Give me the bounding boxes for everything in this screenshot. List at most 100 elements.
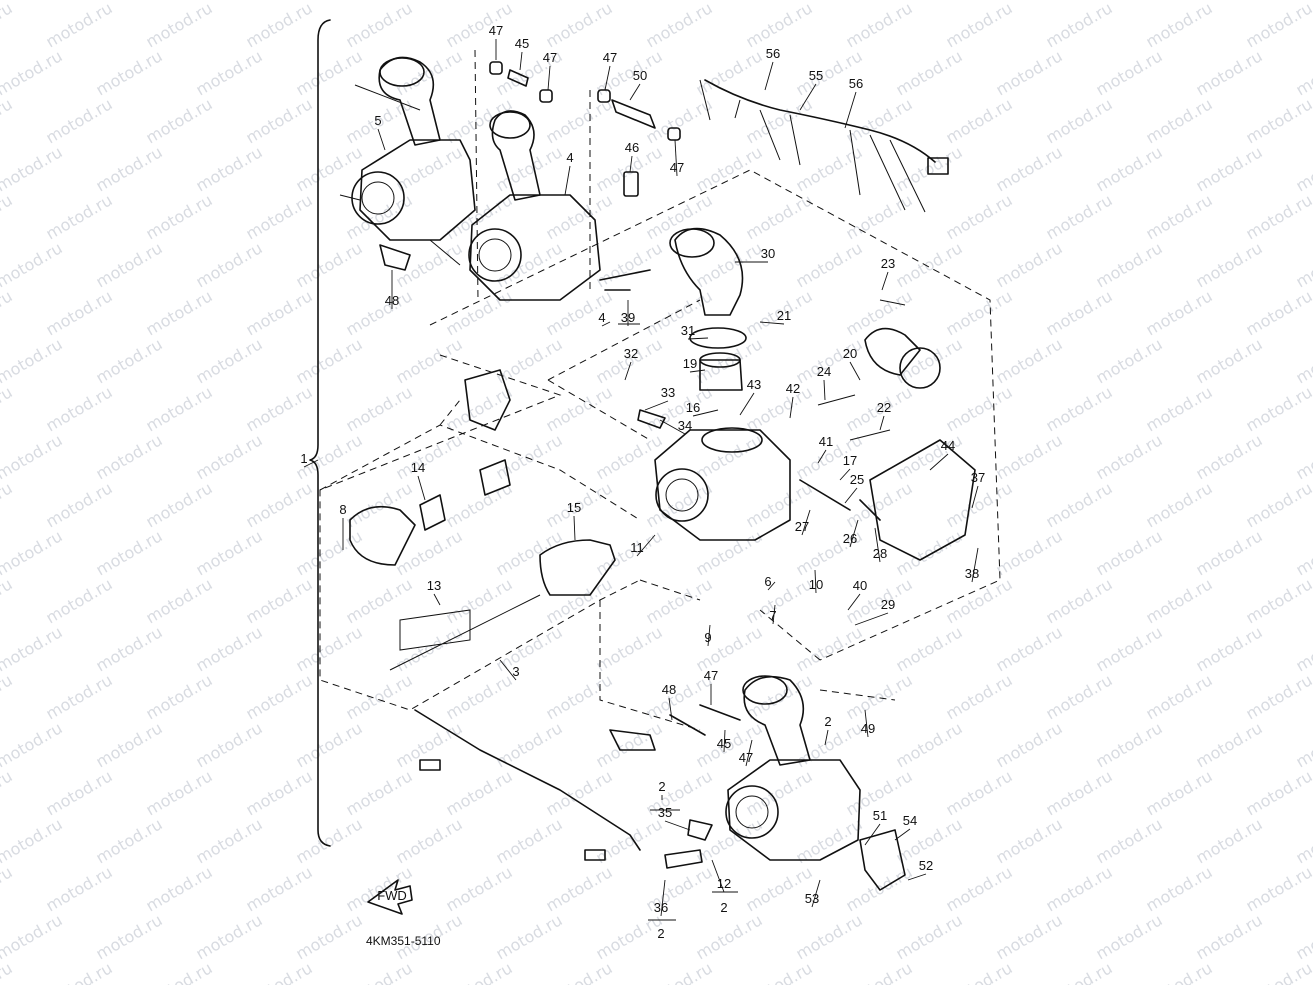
- leader-line-26: [849, 519, 859, 548]
- leader-line-17: [839, 468, 851, 481]
- watermark-text: motod.ru: [493, 430, 566, 483]
- watermark-text: motod.ru: [793, 142, 866, 195]
- leader-line-53: [811, 879, 821, 908]
- leader-line-14: [417, 475, 426, 501]
- watermark-text: motod.ru: [1293, 46, 1313, 99]
- watermark-text: motod.ru: [43, 862, 116, 915]
- watermark-text: motod.ru: [893, 46, 966, 99]
- watermark-text: motod.ru: [1293, 0, 1313, 3]
- leader-line-3: [499, 659, 517, 681]
- callout-39: 39: [621, 310, 635, 325]
- watermark-text: motod.ru: [593, 622, 666, 675]
- watermark-text: motod.ru: [943, 382, 1016, 435]
- leader-line-24: [823, 379, 826, 401]
- watermark-text: motod.ru: [643, 574, 716, 627]
- watermark-text: motod.ru: [0, 286, 16, 339]
- leader-line-32: [624, 361, 632, 381]
- leader-line-51: [864, 823, 881, 846]
- watermark-text: motod.ru: [193, 910, 266, 963]
- watermark-text: motod.ru: [1243, 478, 1313, 531]
- watermark-text: motod.ru: [0, 670, 16, 723]
- leader-line-52: [907, 873, 927, 881]
- watermark-text: motod.ru: [643, 958, 716, 985]
- callout-37: 37: [971, 470, 985, 485]
- callout-24: 24: [817, 364, 831, 379]
- watermark-text: motod.ru: [0, 190, 16, 243]
- callout-56: 56: [849, 76, 863, 91]
- watermark-text: motod.ru: [993, 46, 1066, 99]
- watermark-text: motod.ru: [0, 574, 16, 627]
- watermark-text: motod.ru: [1043, 670, 1116, 723]
- watermark-text: motod.ru: [143, 862, 216, 915]
- watermark-text: motod.ru: [1243, 670, 1313, 723]
- callout-27: 27: [795, 519, 809, 534]
- watermark-text: motod.ru: [293, 718, 366, 771]
- watermark-text: motod.ru: [1193, 334, 1266, 387]
- watermark-text: motod.ru: [193, 718, 266, 771]
- watermark-text: motod.ru: [1043, 958, 1116, 985]
- callout-16: 16: [686, 400, 700, 415]
- watermark-text: motod.ru: [0, 382, 16, 435]
- watermark-text: motod.ru: [1193, 46, 1266, 99]
- watermark-text: motod.ru: [1143, 958, 1216, 985]
- watermark-text: motod.ru: [393, 142, 466, 195]
- watermark-text: motod.ru: [1143, 286, 1216, 339]
- carburetor-bottom: [725, 675, 906, 891]
- callout-48: 48: [385, 293, 399, 308]
- watermark-text: motod.ru: [243, 574, 316, 627]
- watermark-text: motod.ru: [993, 430, 1066, 483]
- watermark-text: motod.ru: [1193, 142, 1266, 195]
- watermark-text: motod.ru: [993, 814, 1066, 867]
- watermark-text: motod.ru: [443, 766, 516, 819]
- watermark-text: motod.ru: [193, 814, 266, 867]
- watermark-text: motod.ru: [143, 766, 216, 819]
- callout-10: 10: [809, 577, 823, 592]
- callout-4: 4: [566, 150, 573, 165]
- leader-line-41: [817, 449, 827, 464]
- leader-line-28: [874, 527, 881, 563]
- watermark-text: motod.ru: [443, 862, 516, 915]
- leader-line-56: [764, 61, 774, 91]
- leader-line-15: [573, 515, 576, 541]
- leader-line-48: [668, 697, 673, 721]
- callout-14: 14: [411, 460, 425, 475]
- watermark-text: motod.ru: [43, 94, 116, 147]
- watermark-text: motod.ru: [93, 910, 166, 963]
- watermark-text: motod.ru: [1293, 910, 1313, 963]
- watermark-text: motod.ru: [1143, 190, 1216, 243]
- cover-assembly-right: [799, 299, 976, 561]
- watermark-text: motod.ru: [193, 430, 266, 483]
- watermark-text: motod.ru: [943, 190, 1016, 243]
- watermark-text: motod.ru: [843, 958, 916, 985]
- leader-line-43: [739, 392, 755, 416]
- callout-20: 20: [843, 346, 857, 361]
- watermark-text: motod.ru: [443, 0, 516, 51]
- fwd-label: FWD: [377, 888, 407, 903]
- watermark-text: motod.ru: [0, 910, 66, 963]
- leader-line-11: [636, 534, 656, 557]
- leader-line-45: [723, 729, 726, 753]
- watermark-text: motod.ru: [493, 718, 566, 771]
- leader-line-45: [519, 51, 523, 71]
- watermark-text: motod.ru: [93, 526, 166, 579]
- forward-arrow-icon: FWD: [367, 879, 413, 915]
- callout-6: 6: [764, 574, 771, 589]
- watermark-text: motod.ru: [1243, 0, 1313, 51]
- watermark-text: motod.ru: [393, 238, 466, 291]
- carburetor-pair-top: [339, 56, 601, 301]
- watermark-text: motod.ru: [1093, 430, 1166, 483]
- leader-line-4: [564, 165, 571, 196]
- assembly-bracket-1: [309, 19, 331, 847]
- callout-47: 47: [543, 50, 557, 65]
- callout-2: 2: [824, 714, 831, 729]
- watermark-text: motod.ru: [1143, 574, 1216, 627]
- callout-35: 35: [658, 805, 672, 820]
- callout-40: 40: [853, 578, 867, 593]
- callout-21: 21: [777, 308, 791, 323]
- leader-line-38: [971, 547, 979, 583]
- watermark-text: motod.ru: [393, 718, 466, 771]
- watermark-text: motod.ru: [93, 622, 166, 675]
- watermark-text: motod.ru: [0, 0, 66, 3]
- leader-line-36: [660, 879, 666, 917]
- diaphragm-group-left: [349, 369, 616, 671]
